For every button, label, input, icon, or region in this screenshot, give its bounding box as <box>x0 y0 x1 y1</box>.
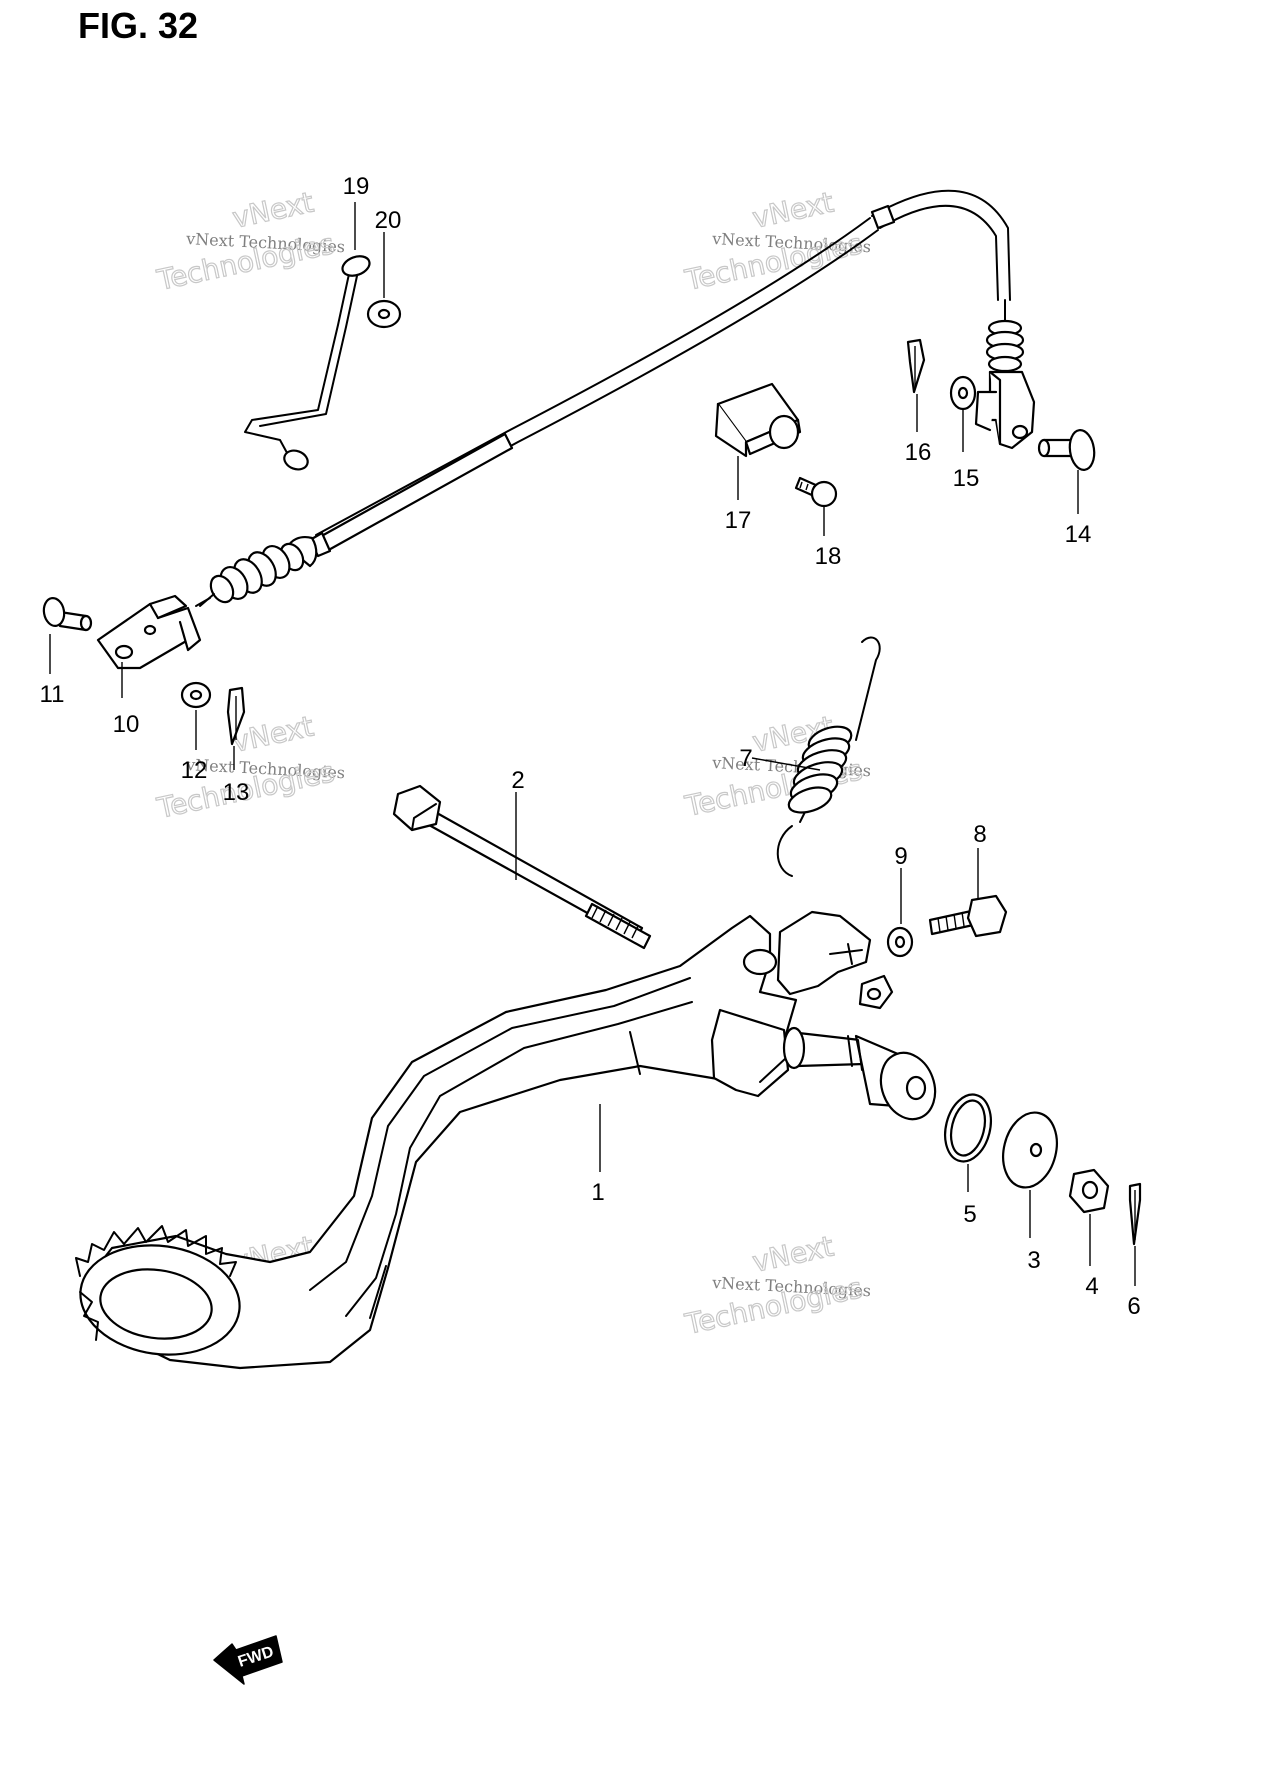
part-16-cotter-pin <box>906 338 926 394</box>
part-9-washer <box>886 926 914 958</box>
part-19-bracket-rod <box>244 255 371 471</box>
watermark-brand: vNext <box>750 186 837 235</box>
callout-7: 7 <box>739 745 752 772</box>
watermark-top-left: vNext vNext Technologies Technologies <box>153 185 345 298</box>
part-14-clevis-pin <box>1037 429 1096 471</box>
callout-17: 17 <box>725 507 752 534</box>
callout-20: 20 <box>375 207 402 234</box>
callout-18: 18 <box>815 543 842 570</box>
left-cable-boot <box>199 536 318 607</box>
part-5-o-ring <box>944 1093 992 1163</box>
callout-3: 3 <box>1027 1247 1040 1274</box>
right-cable-clevis <box>974 370 1036 450</box>
callout-9: 9 <box>894 843 907 870</box>
callout-1: 1 <box>591 1179 604 1206</box>
part-15-washer <box>949 375 977 411</box>
arrow-left-icon <box>213 1635 283 1685</box>
part-11-clevis-pin <box>42 597 93 632</box>
callout-4: 4 <box>1085 1273 1098 1300</box>
callout-2: 2 <box>511 767 524 794</box>
part-7-spring <box>776 636 881 877</box>
part-6-cotter-pin <box>1128 1182 1142 1246</box>
brake-cable <box>199 189 1025 607</box>
part-8-bolt <box>928 894 1008 938</box>
callout-10: 10 <box>113 711 140 738</box>
part-18-screw <box>794 476 838 508</box>
figure-title: FIG. 32 <box>78 5 198 46</box>
right-cable-boot <box>985 299 1025 373</box>
callout-16: 16 <box>905 439 932 466</box>
part-3-washer <box>1002 1111 1058 1189</box>
callout-6: 6 <box>1127 1293 1140 1320</box>
callout-14: 14 <box>1065 521 1092 548</box>
callout-5: 5 <box>963 1201 976 1228</box>
leader-lines <box>49 202 1136 1286</box>
watermark-brand: vNext <box>230 186 317 235</box>
callout-13: 13 <box>223 779 250 806</box>
callout-11: 11 <box>40 681 65 708</box>
callout-labels: 19 20 11 10 12 13 16 15 14 17 18 7 2 9 8… <box>40 173 1141 1320</box>
part-1-brake-pedal <box>75 910 937 1370</box>
spring-coils <box>787 725 853 814</box>
callout-12: 12 <box>181 757 208 784</box>
part-13-cotter-pin <box>226 686 246 746</box>
part-17-cable-clip <box>714 382 802 458</box>
callout-8: 8 <box>973 821 986 848</box>
part-2-pivot-bolt <box>392 784 652 950</box>
callout-15: 15 <box>953 465 980 492</box>
forward-direction-arrow: FWD <box>213 1635 283 1685</box>
brake-foot-pad <box>75 1225 241 1356</box>
part-4-nut <box>1068 1168 1110 1214</box>
part-20-washer <box>366 299 402 329</box>
pedal-shaft <box>782 1026 937 1121</box>
part-10-clevis <box>96 594 211 670</box>
callout-19: 19 <box>343 173 370 200</box>
watermark-bottom-right: vNext vNext Technologies Technologies <box>681 1229 871 1342</box>
part-12-washer <box>180 681 212 709</box>
watermark-brand: vNext <box>750 1230 837 1279</box>
